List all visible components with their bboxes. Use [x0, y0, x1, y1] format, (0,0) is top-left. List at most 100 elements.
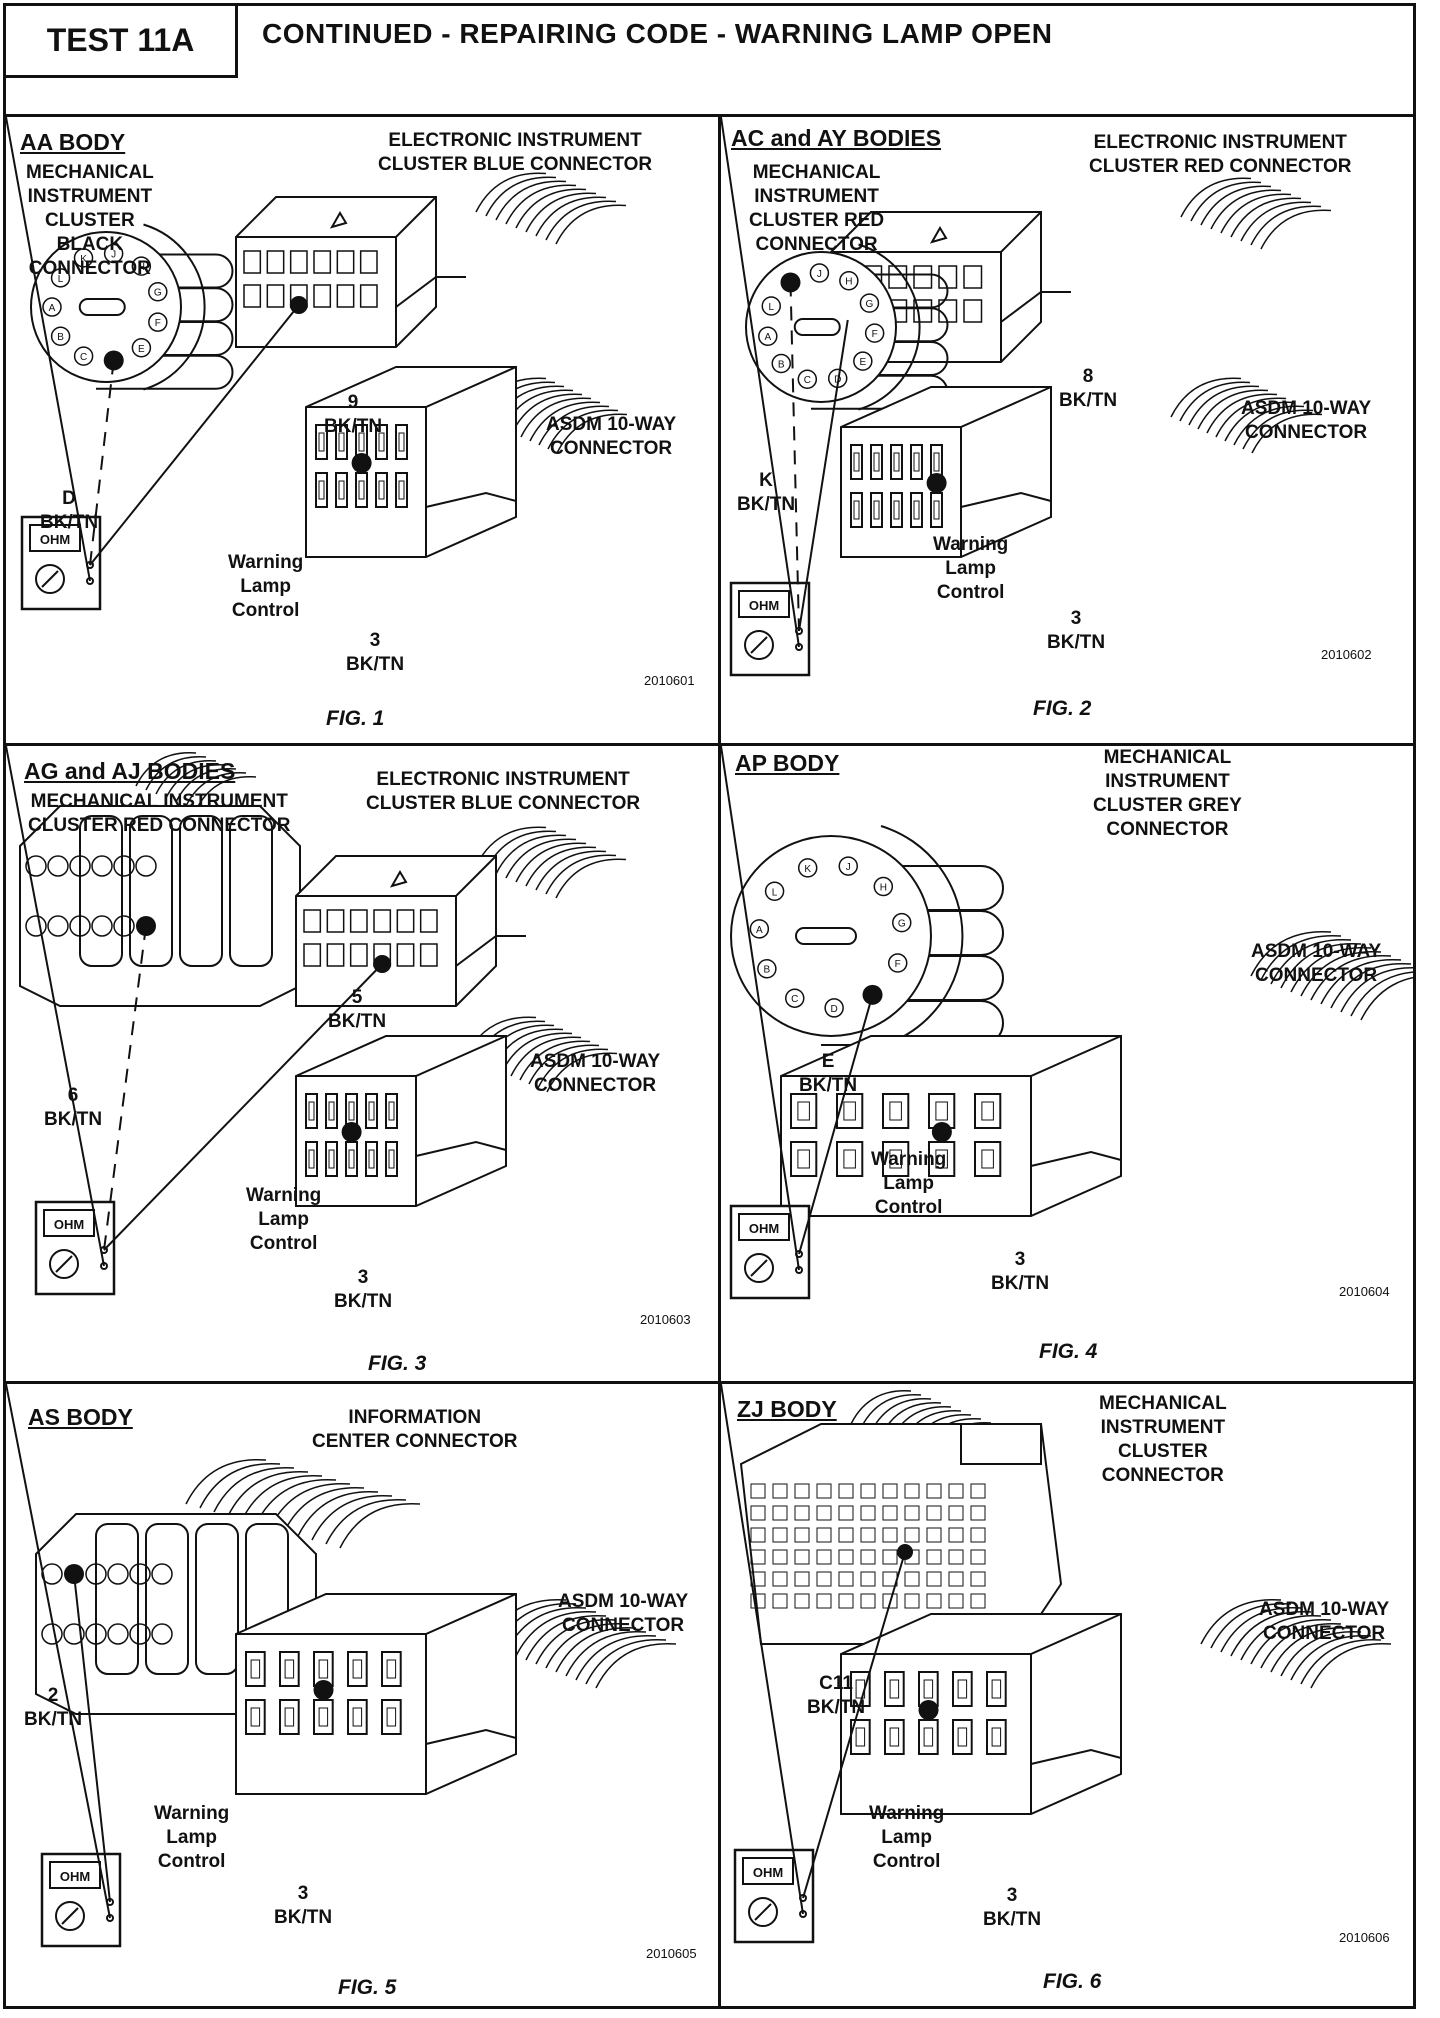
connector-pin: [761, 296, 781, 316]
wire-strand: [1290, 946, 1372, 993]
asdm-pin-cavity: [325, 1093, 338, 1129]
electronic-connector-body: [235, 196, 437, 348]
wire-strand: [1280, 1630, 1362, 1677]
asdm-pin-slot: [284, 1707, 295, 1727]
page-title: CONTINUED - REPAIRING CODE - WARNING LAM…: [262, 18, 1053, 49]
ohmmeter-dial-icon: [748, 1897, 778, 1927]
asdm-pin-cavity: [375, 472, 388, 508]
zj-pin-cavity: [794, 1527, 810, 1543]
asdm-pin-cavity: [313, 1699, 334, 1735]
multi-connector-pin: [69, 915, 91, 937]
electronic-pin-cavity: [419, 909, 438, 933]
asdm-pin-slot: [797, 1149, 810, 1169]
wire-strand: [1250, 205, 1322, 246]
wire-strand: [860, 1394, 922, 1429]
multi-connector-pin: [47, 915, 69, 937]
asdm-connector-label: ASDM 10-WAY CONNECTOR: [1259, 1599, 1390, 1644]
asdm-pin-slot: [991, 1727, 1002, 1747]
electronic-pin-cavity: [336, 250, 355, 274]
asdm-pin-slot: [933, 452, 940, 472]
ohmmeter-dial-needle: [750, 1259, 768, 1277]
ohmmeter-display-text: OHM: [749, 1221, 779, 1236]
test-lead: [721, 1384, 804, 1915]
ohmmeter-display: [738, 590, 790, 618]
wire-strand: [185, 772, 247, 807]
asdm-connector-label: ASDM 10-WAY CONNECTOR: [558, 1591, 689, 1636]
electronic-pin-cavity: [396, 943, 415, 967]
connector-pin: [771, 353, 791, 374]
connector-pin: [148, 312, 168, 332]
connector-pin: [797, 369, 818, 389]
zj-pin-cavity: [904, 1483, 920, 1499]
zj-pin-cavity: [750, 1527, 766, 1543]
wire-strand: [535, 196, 607, 237]
wire-strand: [283, 1486, 365, 1533]
electronic-pin-cavity: [243, 284, 262, 308]
wire-strand: [1190, 181, 1262, 222]
warning-lamp-control-label: Warning Lamp Control: [246, 1185, 322, 1254]
connector-pin: [749, 919, 770, 939]
pin-label-mech: E BK/TN: [799, 1051, 858, 1096]
connector-barrel-tube: [811, 307, 949, 343]
multi-connector-pin: [113, 855, 135, 877]
connector-pin: [859, 293, 880, 313]
zj-pin-cavity: [772, 1527, 788, 1543]
multi-connector-barrel: [129, 815, 173, 967]
asdm-pin-cavity: [882, 1093, 910, 1129]
connector-pin: [42, 297, 62, 317]
ohmmeter-display-text: OHM: [60, 1869, 90, 1884]
figure-panel-6: OHM ZJ BODY MECHANICAL INSTRUMENT CLUSTE…: [721, 1384, 1413, 2009]
figure-number: FIG. 6: [1043, 1970, 1102, 1993]
connector-barrel-tube: [821, 865, 1004, 911]
probe-point-dot: [341, 1122, 362, 1142]
multi-connector-barrel: [229, 815, 273, 967]
asdm-pin-slot: [318, 1659, 329, 1679]
asdm-pin-cavity: [836, 1093, 864, 1129]
electronic-connector-clip: [395, 276, 466, 308]
warning-lamp-control-label: Warning Lamp Control: [228, 552, 304, 621]
asdm-pin-cavity: [381, 1651, 402, 1687]
body-title: ZJ BODY: [737, 1396, 837, 1422]
zj-pin-cavity: [970, 1505, 986, 1521]
wire-strand: [485, 176, 557, 217]
asdm-pin-slot: [893, 500, 900, 520]
asdm-pin-slot: [352, 1707, 363, 1727]
wire-strand: [528, 1044, 600, 1085]
zj-pin-cavity: [750, 1593, 766, 1609]
asdm-pin-cavity: [335, 424, 348, 460]
connector-pin-letter: G: [898, 919, 906, 930]
connector-shell-arc: [880, 825, 964, 1047]
asdm-pin-slot: [923, 1679, 934, 1699]
wire-strand: [547, 409, 619, 450]
asdm-pin-cavity: [928, 1141, 956, 1177]
figure-code: 2010606: [1339, 1930, 1390, 1945]
electronic-connector-latch: [389, 870, 408, 888]
body-title: AP BODY: [735, 750, 840, 776]
ohmmeter-display: [742, 1857, 794, 1885]
electronic-pin-cavity: [396, 909, 415, 933]
asdm-pin-slot: [991, 1679, 1002, 1699]
asdm-pin-cavity: [890, 492, 903, 528]
asdm-pin-cavity: [385, 1141, 398, 1177]
asdm-pin-cavity: [345, 1141, 358, 1177]
zj-pin-cavity: [772, 1505, 788, 1521]
zj-pin-cavity: [860, 1593, 876, 1609]
multi-connector-pin: [25, 855, 47, 877]
multi-connector-barrel: [145, 1523, 189, 1675]
asdm-pin-cavity: [986, 1719, 1007, 1755]
ohmmeter-display: [49, 1861, 101, 1889]
ohmmeter-display-text: OHM: [753, 1865, 783, 1880]
connector-pin-letter: K: [804, 864, 811, 875]
multi-connector-pin: [129, 1623, 151, 1645]
asdm-pin-slot: [843, 1149, 856, 1169]
test-lead: [6, 746, 105, 1267]
asdm-pin-cavity: [375, 424, 388, 460]
connector-pin-letter: J: [111, 250, 116, 261]
connector-barrel-tube: [821, 955, 1004, 1001]
asdm-pin-cavity: [347, 1699, 368, 1735]
asdm-connector-body: [295, 1035, 507, 1207]
wire-strand: [537, 1048, 609, 1089]
connector-pin: [839, 270, 859, 291]
